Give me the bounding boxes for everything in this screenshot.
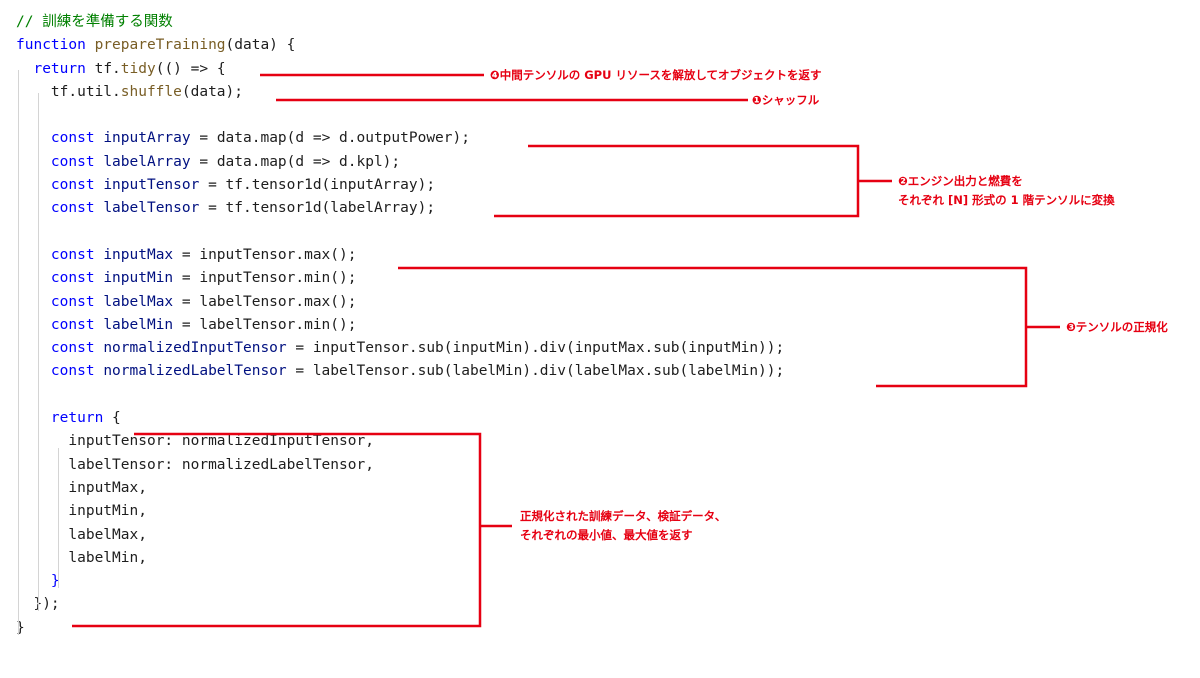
shuffle-args: (data); — [181, 83, 243, 100]
code-line-2: function prepareTraining(data) { — [16, 34, 784, 57]
label-min-expr: = labelTensor.min(); — [173, 316, 357, 333]
annotation-tidy: ❹中間テンソルの GPU リソースを解放してオブジェクトを返す — [490, 68, 822, 82]
indent-guide-outer — [18, 70, 19, 635]
code-line-1: // 訓練を準備する関数 — [16, 11, 784, 34]
keyword-const: const — [50, 340, 95, 357]
indent-guide-inner — [38, 93, 39, 611]
var-input-min: inputMin — [103, 270, 174, 287]
tf-ref: tf. — [94, 60, 121, 77]
annotation-tensor-line1: ❷エンジン出力と燃費を — [898, 174, 1023, 188]
tf-util-ref: tf.util. — [50, 83, 121, 100]
callout-bracket-return — [72, 432, 482, 628]
return-open-brace: { — [103, 410, 121, 427]
input-min-expr: = inputTensor.min(); — [173, 270, 357, 287]
keyword-const: const — [50, 246, 95, 263]
code-line-22: inputMin, — [16, 500, 784, 523]
keyword-const: const — [50, 270, 95, 287]
label-tensor-expr: = tf.tensor1d(labelArray); — [199, 200, 436, 217]
var-label-array: labelArray — [103, 153, 191, 170]
code-line-4: tf.util.shuffle(data); — [16, 81, 784, 104]
code-line-15: const normalizedInputTensor = inputTenso… — [16, 337, 784, 360]
code-line-18: return { — [16, 407, 784, 430]
keyword-const: const — [50, 293, 95, 310]
prop-input-max: inputMax, — [68, 479, 147, 496]
function-close-brace: } — [16, 619, 25, 636]
keyword-const: const — [50, 130, 95, 147]
tidy-close: }); — [33, 596, 60, 613]
input-max-expr: = inputTensor.max(); — [173, 246, 357, 263]
keyword-return: return — [50, 410, 104, 427]
code-line-25: } — [16, 570, 784, 593]
code-line-8: const inputTensor = tf.tensor1d(inputArr… — [16, 174, 784, 197]
annotation-normalize: ❸テンソルの正規化 — [1066, 320, 1168, 334]
code-line-16: const normalizedLabelTensor = labelTenso… — [16, 360, 784, 383]
var-label-min: labelMin — [103, 316, 174, 333]
code-line-20: labelTensor: normalizedLabelTensor, — [16, 454, 784, 477]
code-line-12: const inputMin = inputTensor.min(); — [16, 267, 784, 290]
function-name: prepareTraining — [94, 37, 226, 54]
var-normalized-input: normalizedInputTensor — [103, 340, 287, 357]
input-array-expr: = data.map(d => d.outputPower); — [190, 130, 470, 147]
indent-guide-return — [58, 448, 59, 588]
annotation-shuffle: ❶シャッフル — [752, 93, 820, 107]
keyword-const: const — [50, 177, 95, 194]
var-input-tensor: inputTensor — [103, 177, 200, 194]
keyword-const: const — [50, 316, 95, 333]
return-close-brace: } — [50, 573, 60, 590]
keyword-const: const — [50, 200, 95, 217]
input-tensor-expr: = tf.tensor1d(inputArray); — [199, 177, 436, 194]
var-input-max: inputMax — [103, 246, 174, 263]
annotation-tensor-line2: それぞれ [N] 形式の 1 階テンソルに変換 — [898, 193, 1115, 207]
prop-input-min: inputMin, — [68, 503, 147, 520]
keyword-return: return — [33, 60, 86, 77]
annotation-return: 正規化された訓練データ、検証データ、 それぞれの最小値、最大値を返す — [520, 507, 726, 545]
code-line-14: const labelMin = labelTensor.min(); — [16, 314, 784, 337]
annotation-return-line2: それぞれの最小値、最大値を返す — [520, 528, 693, 542]
code-line-24: labelMin, — [16, 547, 784, 570]
label-array-expr: = data.map(d => d.kpl); — [190, 153, 401, 170]
prop-label-tensor: labelTensor: normalizedLabelTensor, — [68, 456, 374, 473]
comment-text: // 訓練を準備する関数 — [16, 14, 173, 30]
tidy-call: tidy — [120, 60, 156, 77]
code-line-7: const labelArray = data.map(d => d.kpl); — [16, 151, 784, 174]
code-line-19: inputTensor: normalizedInputTensor, — [16, 430, 784, 453]
code-line-13: const labelMax = labelTensor.max(); — [16, 291, 784, 314]
keyword-function: function — [16, 37, 86, 54]
annotation-tensor: ❷エンジン出力と燃費を それぞれ [N] 形式の 1 階テンソルに変換 — [898, 172, 1115, 210]
code-line-3: return tf.tidy(() => { — [16, 58, 784, 81]
code-line-6: const inputArray = data.map(d => d.outpu… — [16, 127, 784, 150]
keyword-const: const — [50, 153, 95, 170]
var-label-max: labelMax — [103, 293, 174, 310]
keyword-const: const — [50, 363, 95, 380]
var-label-tensor: labelTensor — [103, 200, 200, 217]
prop-label-max: labelMax, — [68, 526, 147, 543]
code-line-27: } — [16, 617, 784, 640]
function-params: (data) { — [225, 37, 296, 54]
code-line-23: labelMax, — [16, 524, 784, 547]
prop-label-min: labelMin, — [68, 549, 147, 566]
normalized-input-expr: = inputTensor.sub(inputMin).div(inputMax… — [286, 340, 785, 357]
label-max-expr: = labelTensor.max(); — [173, 293, 357, 310]
code-line-26: }); — [16, 593, 784, 616]
callout-bracket-normalize — [398, 266, 1028, 388]
annotation-return-line1: 正規化された訓練データ、検証データ、 — [520, 509, 727, 523]
code-line-9: const labelTensor = tf.tensor1d(labelArr… — [16, 197, 784, 220]
code-line-11: const inputMax = inputTensor.max(); — [16, 244, 784, 267]
var-normalized-label: normalizedLabelTensor — [103, 363, 287, 380]
normalized-label-expr: = labelTensor.sub(labelMin).div(labelMax… — [286, 363, 785, 380]
var-input-array: inputArray — [103, 130, 191, 147]
code-line-21: inputMax, — [16, 477, 784, 500]
shuffle-call: shuffle — [120, 83, 182, 100]
prop-input-tensor: inputTensor: normalizedInputTensor, — [68, 433, 374, 450]
callout-bracket-tensor — [494, 144, 860, 218]
tidy-args: (() => { — [155, 60, 226, 77]
